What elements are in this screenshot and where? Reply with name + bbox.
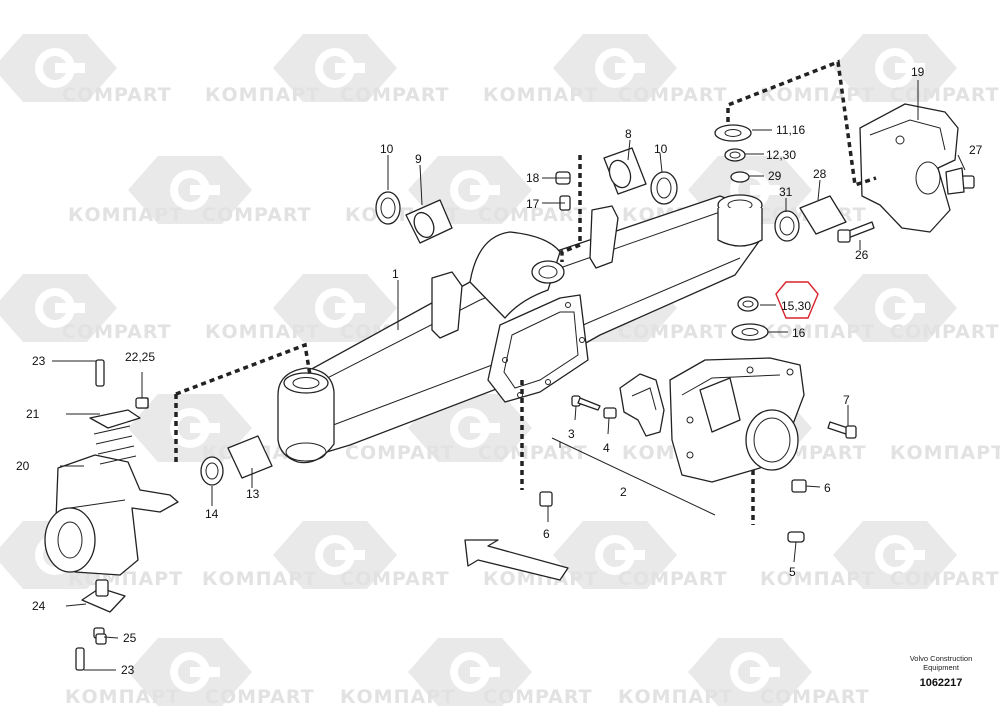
drawing-footer: Volvo Construction Equipment 1062217 [910, 654, 973, 689]
callout-7[interactable]: 7 [843, 393, 850, 407]
watermark-text: COMPART [618, 84, 728, 106]
watermark-text: КОМПАРТ [483, 84, 598, 106]
callout-18[interactable]: 18 [526, 171, 540, 185]
callout-14[interactable]: 14 [205, 507, 219, 521]
callout-20[interactable]: 20 [16, 459, 30, 473]
watermark-text: КОМПАРТ [760, 84, 875, 106]
leader-lines [52, 80, 966, 671]
manufacturer-line-1: Volvo Construction [910, 654, 973, 663]
manufacturer-line-2: Equipment [923, 663, 960, 672]
watermark-text: КОМПАРТ [65, 686, 180, 706]
watermark-text: COMPART [890, 84, 1000, 106]
watermark-text: КОМПАРТ [760, 568, 875, 590]
watermark-text: COMPART [890, 321, 1000, 343]
kingpin-lower [75, 579, 126, 671]
callout-22-25[interactable]: 22,25 [125, 350, 155, 364]
callout-1[interactable]: 1 [392, 267, 399, 281]
watermark-text: КОМПАРТ [760, 321, 875, 343]
direction-arrow [464, 539, 569, 581]
callout-27[interactable]: 27 [969, 143, 983, 157]
watermark-text: COMPART [345, 442, 455, 464]
callout-15-30[interactable]: 15,30 [781, 299, 811, 313]
callout-28[interactable]: 28 [813, 167, 827, 181]
highlight-hexagon[interactable] [775, 281, 819, 319]
watermark-text: COMPART [483, 686, 593, 706]
watermark-text: КОМПАРТ [68, 204, 183, 226]
watermark-text: COMPART [205, 686, 315, 706]
callout-24[interactable]: 24 [32, 599, 46, 613]
axle-beam [277, 194, 763, 464]
watermark-text: COMPART [62, 84, 172, 106]
callout-10-right[interactable]: 10 [654, 142, 668, 156]
steering-knuckle [44, 454, 179, 576]
watermark-text: КОМПАРТ [618, 686, 733, 706]
fasteners [95, 171, 975, 645]
watermark-text: COMPART [890, 568, 1000, 590]
watermark-text: COMPART [618, 321, 728, 343]
callout-10-left[interactable]: 10 [380, 142, 394, 156]
watermark-layer: COMPART КОМПАРТ COMPART КОМПАРТ COMPART … [0, 34, 1000, 706]
callout-6-right[interactable]: 6 [824, 481, 831, 495]
watermark-text: COMPART [478, 442, 588, 464]
watermark-text: COMPART [62, 321, 172, 343]
callout-23-lower[interactable]: 23 [121, 663, 135, 677]
callout-21[interactable]: 21 [26, 407, 40, 421]
callout-12-30[interactable]: 12,30 [766, 148, 796, 162]
callout-4[interactable]: 4 [603, 441, 610, 455]
kingpin-upper [89, 359, 149, 465]
callout-9[interactable]: 9 [415, 152, 422, 166]
callout-2[interactable]: 2 [620, 485, 627, 499]
drawing-id: 1062217 [920, 677, 963, 689]
callout-6-lower[interactable]: 6 [543, 527, 550, 541]
callout-5[interactable]: 5 [789, 565, 796, 579]
right-knuckle [859, 103, 965, 233]
callout-8[interactable]: 8 [625, 127, 632, 141]
callout-26[interactable]: 26 [855, 248, 869, 262]
watermark-text: КОМПАРТ [205, 84, 320, 106]
callout-31[interactable]: 31 [779, 185, 793, 199]
watermark-text: КОМПАРТ [483, 568, 598, 590]
differential-housing [619, 357, 805, 483]
group-bracket-2 [551, 437, 716, 516]
watermark-text: COMPART [760, 686, 870, 706]
bushings-and-seals [200, 124, 847, 486]
assembly-lines [174, 59, 877, 525]
callout-16[interactable]: 16 [792, 326, 806, 340]
callout-19[interactable]: 19 [911, 65, 925, 79]
callout-29[interactable]: 29 [768, 169, 782, 183]
watermark-text: КОМПАРТ [890, 442, 1000, 464]
watermark-text: COMPART [340, 568, 450, 590]
callout-23-upper[interactable]: 23 [32, 354, 46, 368]
watermark-text: COMPART [478, 204, 588, 226]
callout-17[interactable]: 17 [526, 197, 540, 211]
watermark-text: COMPART [202, 204, 312, 226]
callout-13[interactable]: 13 [246, 487, 260, 501]
callout-11-16[interactable]: 11,16 [776, 123, 805, 137]
callout-25[interactable]: 25 [123, 631, 137, 645]
watermark-text: КОМПАРТ [202, 568, 317, 590]
callout-3[interactable]: 3 [568, 427, 575, 441]
watermark-text: COMPART [618, 568, 728, 590]
watermark-text: КОМПАРТ [205, 321, 320, 343]
watermark-text: КОМПАРТ [340, 686, 455, 706]
callout-labels: 1 2 3 4 5 6 6 7 8 9 10 10 11,16 12,30 13… [16, 65, 983, 677]
watermark-text: COMPART [340, 84, 450, 106]
